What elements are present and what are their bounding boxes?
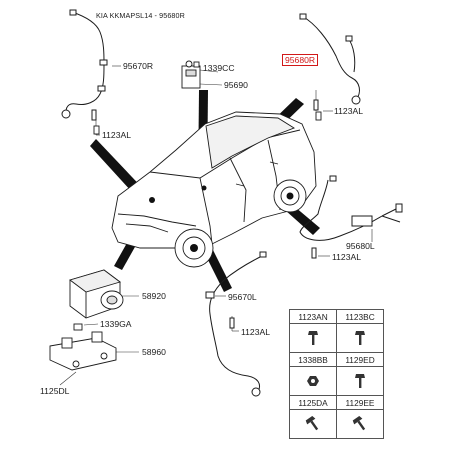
hydraulic-unit	[69, 269, 124, 331]
table-row	[289, 366, 384, 396]
callout-95670l[interactable]: 95670L	[228, 292, 257, 302]
callout-1123al-right-top[interactable]: 1123AL	[334, 106, 363, 116]
bolt-icon	[305, 416, 319, 431]
fastener-code-cell[interactable]: 1338BB	[289, 352, 337, 367]
wheel-hubs	[149, 185, 294, 252]
bolt-icon	[308, 331, 318, 345]
fastener-code-cell[interactable]: 1123BC	[336, 309, 384, 324]
table-row: 1338BB 1129ED	[289, 352, 384, 367]
callout-1339cc[interactable]: 1339CC	[203, 63, 235, 73]
fastener-icon-cell	[289, 323, 337, 353]
fastener-code-cell[interactable]: 1123AN	[289, 309, 337, 324]
fastener-icon-cell	[289, 409, 337, 439]
callout-95670r[interactable]: 95670R	[123, 61, 154, 71]
bolt-icons	[93, 61, 322, 135]
fastener-icon-cell	[289, 366, 337, 396]
callout-95690[interactable]: 95690	[224, 80, 248, 90]
callout-58920[interactable]: 58920	[142, 291, 166, 301]
fastener-code-cell[interactable]: 1129EE	[336, 395, 384, 410]
table-row	[289, 409, 384, 439]
callout-95680r-highlighted[interactable]: 95680R	[282, 54, 319, 66]
fastener-code-cell[interactable]: 1129ED	[336, 352, 384, 367]
callout-1339ga[interactable]: 1339GA	[100, 319, 132, 329]
sensor-rear-left-harness	[205, 251, 267, 397]
table-row: 1123AN 1123BC	[289, 309, 384, 324]
bracket	[49, 331, 117, 371]
callout-95680l[interactable]: 95680L	[346, 241, 375, 251]
table-row	[289, 323, 384, 353]
table-row: 1125DA 1129EE	[289, 395, 384, 410]
fastener-table: 1123AN 1123BC 1338BB 1129ED	[289, 309, 384, 439]
module-top	[181, 60, 201, 89]
sensor-rear-right-harness	[299, 175, 403, 259]
bolt-icon	[193, 61, 200, 68]
callout-1125dl[interactable]: 1125DL	[40, 386, 70, 396]
fastener-icon-cell	[336, 366, 384, 396]
sensor-right-top-harness	[299, 13, 361, 111]
fastener-code-cell[interactable]: 1125DA	[289, 395, 337, 410]
bolt-icon	[315, 111, 322, 121]
bolt-icon	[93, 125, 100, 135]
header-model-code: KIA KKMAPSL14 - 95680R	[96, 11, 185, 20]
callout-1123al-rear-right[interactable]: 1123AL	[332, 252, 361, 262]
leader-lines	[59, 65, 373, 386]
fastener-icon-cell	[336, 409, 384, 439]
sensor-front-left-harness	[61, 9, 108, 121]
callout-1123al-rear-left[interactable]: 1123AL	[241, 327, 270, 337]
callout-58960[interactable]: 58960	[142, 347, 166, 357]
bolt-icon	[352, 416, 366, 431]
vehicle-illustration	[111, 111, 317, 268]
bolt-icon	[355, 374, 365, 388]
nut-icon	[307, 376, 319, 386]
callout-1123al-front-left[interactable]: 1123AL	[102, 130, 131, 140]
bolt-icon	[355, 331, 365, 345]
fastener-icon-cell	[336, 323, 384, 353]
